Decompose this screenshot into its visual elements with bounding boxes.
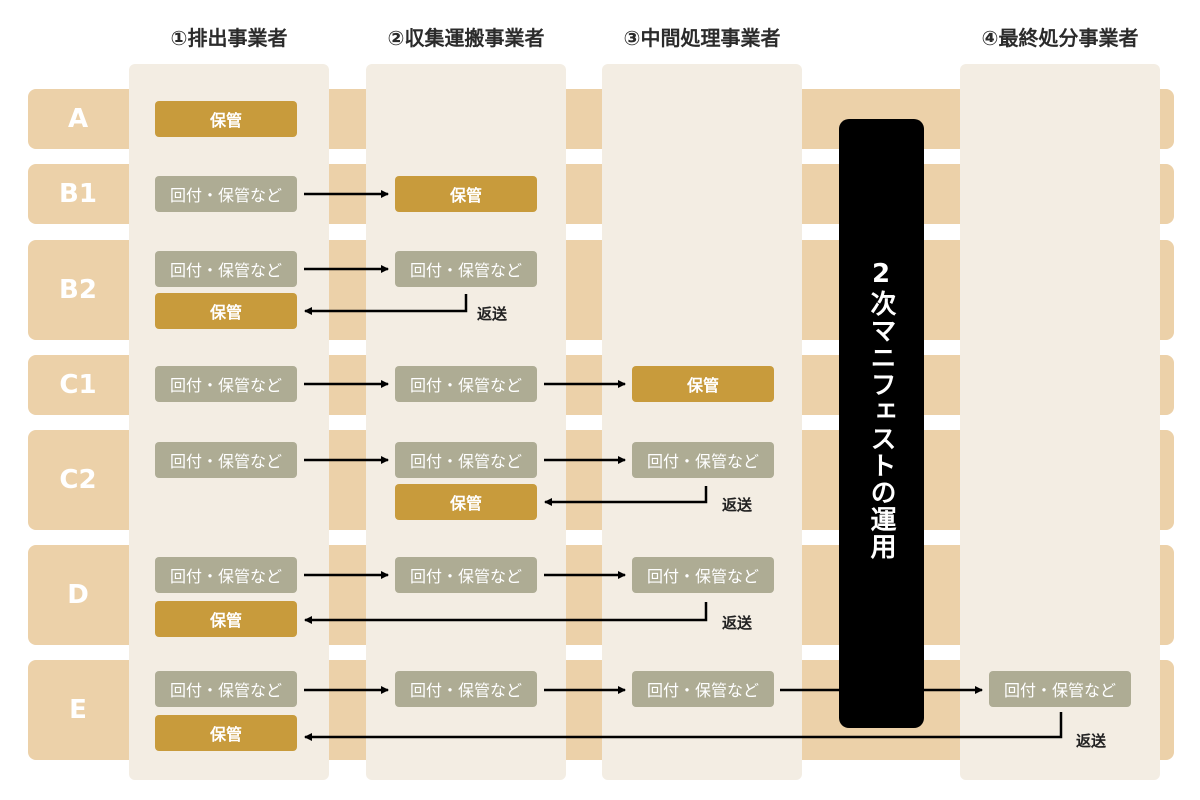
row-label-e: E [69, 695, 87, 725]
header-final: ④最終処分事業者 [981, 26, 1139, 50]
row-label-a: A [67, 104, 89, 134]
row-b2-emitter-circulate-box: 回付・保管など [155, 251, 297, 287]
row-label-c1: C1 [59, 370, 97, 400]
row-e-collector-circulate-box: 回付・保管など [395, 671, 537, 707]
row-b2-return-label: 返送 [477, 305, 508, 323]
row-c1-collector-circulate-box: 回付・保管など [395, 366, 537, 402]
row-e-emitter-circulate-box: 回付・保管など [155, 671, 297, 707]
row-d-return-label: 返送 [722, 614, 753, 632]
row-c2-return-arrow [544, 486, 708, 506]
column-band-intermediate [602, 64, 802, 780]
row-c1-intermediate-store-box: 保管 [632, 366, 774, 402]
header-intermediate: ③中間処理事業者 [623, 26, 781, 50]
row-d-emitter-circulate-box: 回付・保管など [155, 557, 297, 593]
row-label-c2: C2 [59, 465, 97, 495]
row-e-return-arrow [304, 712, 1063, 741]
row-e-return-label: 返送 [1076, 732, 1107, 750]
banner-text: 2次マニフェストの運用 [866, 259, 896, 560]
row-d-intermediate-circulate-box: 回付・保管など [632, 557, 774, 593]
row-a-emitter-store-box: 保管 [155, 101, 297, 137]
row-b1-emitter-circulate-box: 回付・保管など [155, 176, 297, 212]
row-e-emitter-store-box: 保管 [155, 715, 297, 751]
row-b2-emitter-store-box: 保管 [155, 293, 297, 329]
row-c2-collector-store-box: 保管 [395, 484, 537, 520]
row-label-b2: B2 [59, 275, 97, 305]
secondary-manifest-banner: 2次マニフェストの運用 [839, 119, 924, 728]
row-c2-return-label: 返送 [722, 496, 753, 514]
row-b2-return-arrow [304, 294, 468, 315]
column-band-final [960, 64, 1160, 780]
row-label-b1: B1 [59, 179, 97, 209]
row-c1-emitter-circulate-box: 回付・保管など [155, 366, 297, 402]
row-d-emitter-store-box: 保管 [155, 601, 297, 637]
row-c2-emitter-circulate-box: 回付・保管など [155, 442, 297, 478]
row-b2-collector-circulate-box: 回付・保管など [395, 251, 537, 287]
row-c2-collector-circulate-box: 回付・保管など [395, 442, 537, 478]
row-c2-intermediate-circulate-box: 回付・保管など [632, 442, 774, 478]
row-b1-collector-store-box: 保管 [395, 176, 537, 212]
header-collector: ②収集運搬事業者 [387, 26, 545, 50]
header-emitter: ①排出事業者 [170, 26, 288, 50]
row-d-collector-circulate-box: 回付・保管など [395, 557, 537, 593]
row-label-d: D [67, 580, 89, 610]
row-d-return-arrow [304, 602, 708, 624]
row-e-final-circulate-box: 回付・保管など [989, 671, 1131, 707]
row-e-intermediate-circulate-box: 回付・保管など [632, 671, 774, 707]
